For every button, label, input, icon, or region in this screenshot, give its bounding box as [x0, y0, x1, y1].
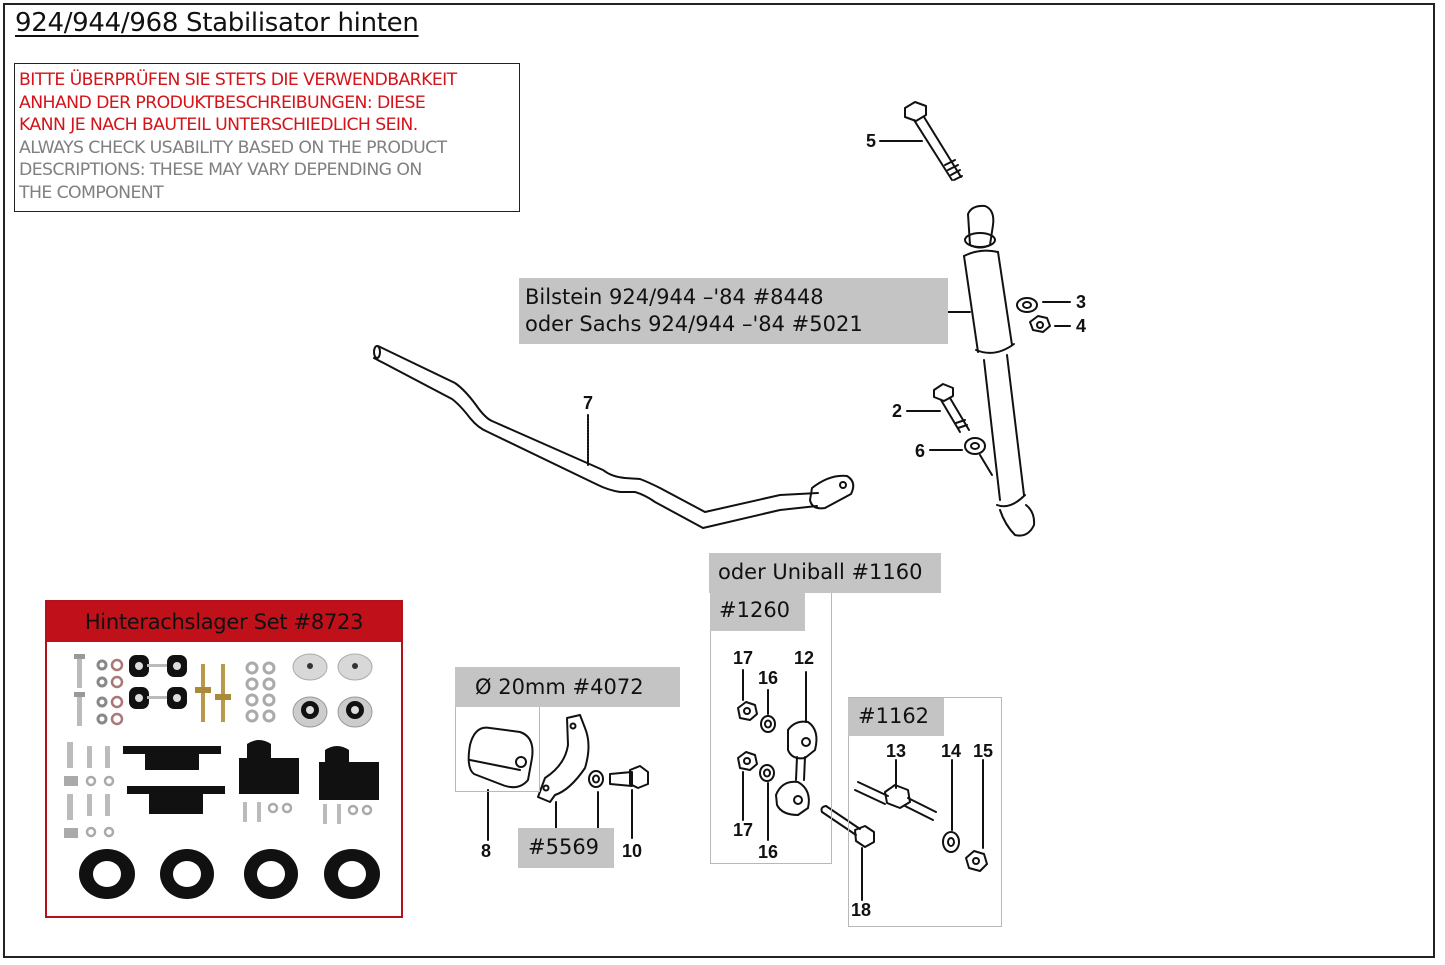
washer-6-drawing [929, 437, 993, 476]
nut-17-drawing [737, 669, 758, 821]
link-1260-group-outline [710, 592, 832, 864]
bolt-2-drawing [906, 383, 970, 433]
page-title: 924/944/968 Stabilisator hinten [15, 8, 419, 38]
brackets-icon [64, 740, 379, 838]
nut-4-drawing [1029, 315, 1071, 333]
rear-axle-bearing-set: Hinterachslager Set #8723 [45, 600, 403, 918]
part-number-3: 3 [1076, 292, 1087, 312]
lock-washer-drawing [588, 770, 604, 833]
shock-absorber-label: Bilstein 924/944 –'84 #8448 oder Sachs 9… [519, 278, 948, 344]
bolts-group-icon [74, 654, 124, 726]
mount-bushings-icon [292, 653, 373, 728]
nuts-washers-icon [245, 661, 276, 723]
usability-notice: BITTE ÜBERPRÜFEN SIE STETS DIE VERWENDBA… [14, 63, 520, 212]
part-number-4: 4 [1076, 316, 1087, 336]
rear-set-title: Hinterachslager Set #8723 [47, 602, 401, 642]
part-number-17-top: 17 [733, 648, 754, 668]
notice-english-line-1: ALWAYS CHECK USABILITY BASED ON THE PROD… [19, 137, 447, 158]
washer-16-drawing [759, 689, 776, 841]
notice-german-line-2: ANHAND DER PRODUKTBESCHREIBUNGEN: DIESE [19, 92, 426, 113]
studs-icon [195, 664, 231, 722]
link-1260-label: #1260 [710, 592, 805, 631]
part-number-13: 13 [886, 741, 907, 761]
nut-15-drawing [965, 759, 988, 872]
part-number-17-bottom: 17 [733, 820, 754, 840]
shock-label-bilstein: Bilstein 924/944 –'84 #8448 [525, 285, 824, 309]
stud-1162-group-outline [848, 697, 1002, 927]
shock-label-sachs: oder Sachs 924/944 –'84 #5021 [525, 312, 863, 336]
notice-german-line-1: BITTE ÜBERPRÜFEN SIE STETS DIE VERWENDBA… [19, 70, 457, 90]
notice-english-line-3: THE COMPONENT [19, 182, 164, 203]
part-number-14: 14 [941, 741, 962, 761]
part-number-7: 7 [583, 393, 594, 413]
bolt-10-drawing [609, 765, 649, 839]
rubber-rings-icon [79, 849, 380, 899]
part-number-16-top: 16 [758, 668, 779, 688]
shock-absorber-drawing [947, 204, 1036, 537]
notice-english-line-2: DESCRIPTIONS: THESE MAY VARY DEPENDING O… [19, 160, 422, 181]
uniball-label: oder Uniball #1160 [709, 553, 941, 593]
bushing-group-outline [455, 705, 540, 792]
washer-14-drawing [942, 759, 960, 853]
clamp-label: #5569 [518, 828, 614, 868]
part-number-12: 12 [794, 648, 815, 668]
diagram-frame [3, 3, 1435, 958]
part-number-6: 6 [915, 441, 926, 461]
part-number-5: 5 [866, 131, 877, 151]
bushing-label: Ø 20mm #4072 [455, 667, 680, 707]
part-number-2: 2 [892, 401, 903, 421]
notice-german-line-3: KANN JE NACH BAUTEIL UNTERSCHIEDLICH SEI… [19, 115, 418, 136]
end-links-icon [129, 655, 187, 709]
link-12-drawing [775, 671, 818, 816]
bolt-5-drawing [879, 101, 963, 181]
washer-3-drawing [1016, 297, 1071, 313]
clamp-drawing [537, 714, 590, 833]
rear-set-photo [64, 653, 380, 899]
stud-13-drawing [854, 759, 937, 821]
part-number-10: 10 [622, 841, 643, 861]
stud-1162-label: #1162 [848, 698, 944, 736]
stabilizer-bar-drawing [373, 345, 855, 529]
part-number-18: 18 [851, 900, 872, 920]
part-number-8: 8 [481, 841, 492, 861]
bushing-8-drawing [467, 726, 534, 841]
part-number-16-bottom: 16 [758, 842, 779, 862]
part-number-15: 15 [973, 741, 994, 761]
